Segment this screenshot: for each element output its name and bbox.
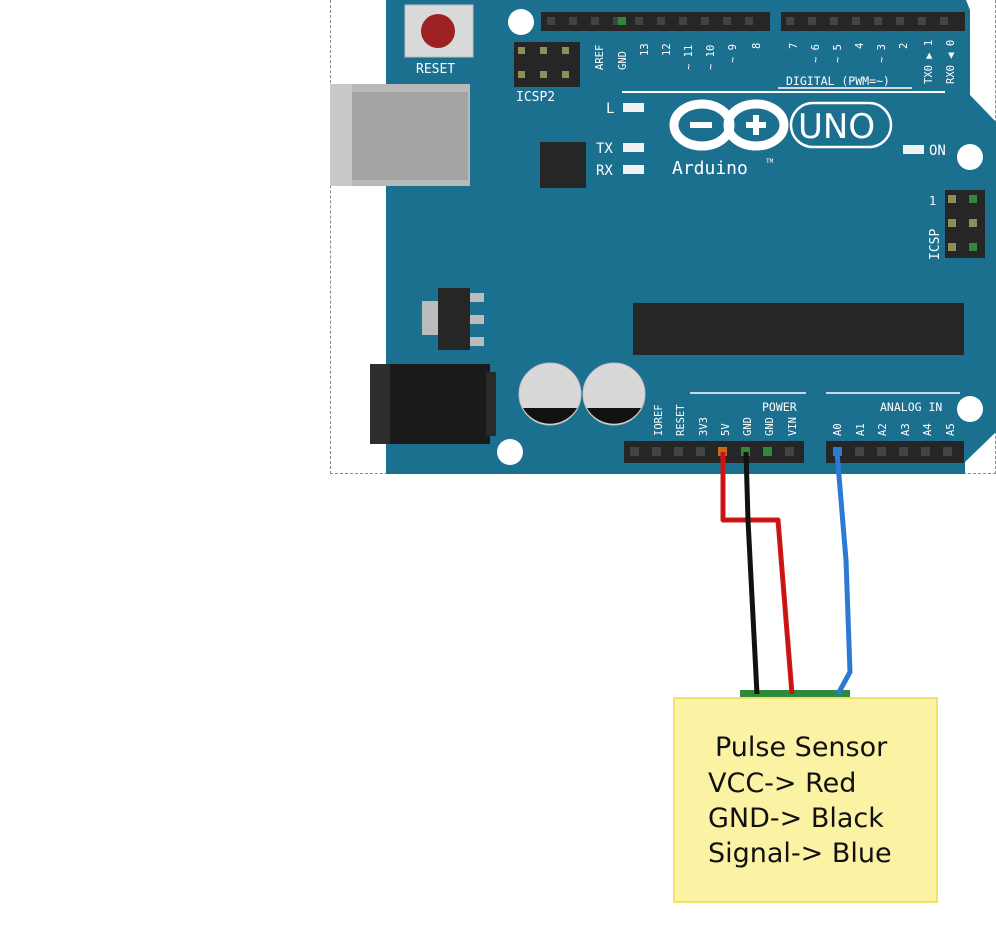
pin-label: RESET xyxy=(675,404,687,436)
led-l xyxy=(623,103,644,112)
pin-label: VIN xyxy=(787,417,799,436)
wire-signal-blue xyxy=(834,451,853,696)
pin-label: A3 xyxy=(900,423,912,436)
power-jack xyxy=(370,364,496,444)
led-l-label: L xyxy=(606,101,614,117)
icsp-label: ICSP xyxy=(928,229,943,260)
wire-gnd-black xyxy=(743,451,760,695)
sensor-vcc-label: VCC-> Red xyxy=(708,768,857,799)
sensor-title: Pulse Sensor xyxy=(715,732,888,763)
pin-label: TX0 ▶ 1 xyxy=(923,40,935,84)
brand-uno: UNO xyxy=(798,107,875,147)
analog-label: ANALOG IN xyxy=(880,400,942,414)
pin-label: A0 xyxy=(832,423,844,436)
mounting-hole xyxy=(957,396,983,422)
uno-badge xyxy=(789,101,893,149)
led-on-label: ON xyxy=(929,143,946,159)
mounting-hole xyxy=(497,439,523,465)
digital-header-left xyxy=(541,12,770,31)
pin-label: ~ 10 xyxy=(705,45,717,70)
pin-label: ~ 5 xyxy=(832,44,844,63)
icsp-pin1-label: 1 xyxy=(929,194,936,208)
power-header xyxy=(624,441,804,463)
digital-pin-labels: AREF GND 13 12 ~ 11 ~ 10 ~ 9 8 7 ~ 6 ~ 5… xyxy=(594,40,957,84)
pin-label: GND xyxy=(742,417,754,436)
pin-label: 5V xyxy=(720,423,732,436)
reset-button-cap xyxy=(421,14,455,48)
digital-label: DIGITAL (PWM=~) xyxy=(786,74,890,88)
analog-header xyxy=(826,441,964,463)
pin-label: A4 xyxy=(922,423,934,436)
pin-label: 13 xyxy=(639,43,651,56)
voltage-regulator xyxy=(422,288,484,350)
capacitor xyxy=(582,362,646,426)
led-tx xyxy=(623,143,644,152)
icsp2-label: ICSP2 xyxy=(516,90,555,105)
icsp2-header xyxy=(514,42,580,87)
led-tx-label: TX xyxy=(596,141,613,157)
pin-label: ~ 11 xyxy=(683,45,695,70)
capacitor xyxy=(518,362,582,426)
pin-label: GND xyxy=(617,51,629,70)
power-label: POWER xyxy=(762,400,797,414)
brand-tm: TM xyxy=(766,158,774,165)
led-on xyxy=(903,145,924,154)
pin-label: A5 xyxy=(945,423,957,436)
pin-label: ~ 9 xyxy=(727,44,739,63)
pin-label: 2 xyxy=(898,43,910,49)
usb-connector xyxy=(330,84,470,186)
led-rx xyxy=(623,165,644,174)
brand-arduino: Arduino xyxy=(672,158,748,179)
pin-label: RX0 ◀ 0 xyxy=(945,40,957,84)
mounting-hole xyxy=(957,144,983,170)
pin-label: 8 xyxy=(751,43,763,49)
pin-label: GND xyxy=(764,417,776,436)
pin-label: ~ 6 xyxy=(810,44,822,63)
reset-label: RESET xyxy=(416,62,455,77)
pulse-sensor-note: Pulse Sensor VCC-> Red GND-> Black Signa… xyxy=(673,697,938,903)
atmega-chip xyxy=(633,303,964,355)
pin-label: 3V3 xyxy=(698,417,710,436)
power-pin-labels: IOREF RESET 3V3 5V GND GND VIN xyxy=(653,404,799,436)
arduino-uno-board: RESET ICSP2 xyxy=(330,0,996,474)
pin-label: IOREF xyxy=(653,404,665,436)
analog-pin-labels: A0 A1 A2 A3 A4 A5 xyxy=(832,423,957,436)
pin-label: ~ 3 xyxy=(876,44,888,63)
sensor-gnd-label: GND-> Black xyxy=(708,803,884,834)
board-pcb xyxy=(386,0,996,474)
pin-label: A2 xyxy=(877,423,889,436)
sensor-signal-label: Signal-> Blue xyxy=(708,838,892,869)
icsp-header xyxy=(945,190,985,258)
pin-label: AREF xyxy=(594,45,606,70)
usb-chip xyxy=(540,142,586,188)
pin-label: 4 xyxy=(854,43,866,49)
arduino-logo-icon xyxy=(669,99,789,151)
reset-button xyxy=(404,4,474,58)
pin-label: A1 xyxy=(855,423,867,436)
pin-label: 7 xyxy=(788,43,800,49)
pin-label: 12 xyxy=(661,43,673,56)
sensor-connector xyxy=(740,690,850,698)
digital-header-right xyxy=(781,12,965,31)
mounting-hole xyxy=(508,9,534,35)
led-rx-label: RX xyxy=(596,163,613,179)
